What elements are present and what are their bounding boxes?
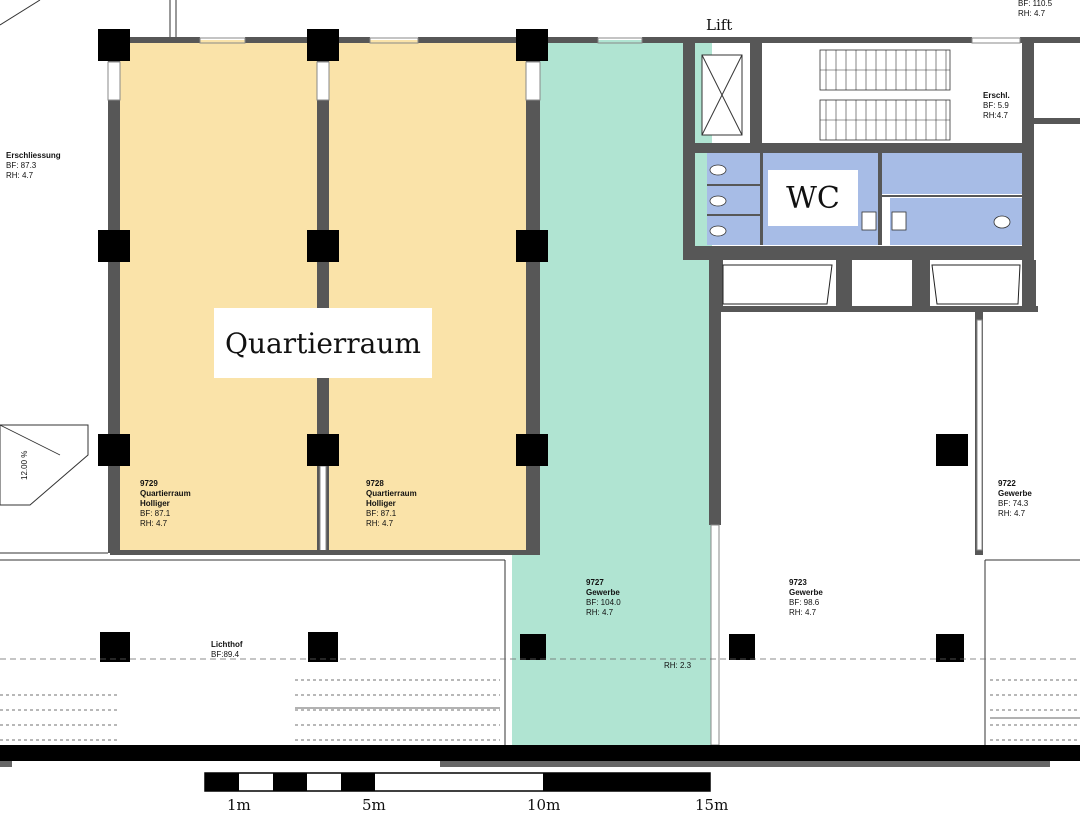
wall-mid-2	[526, 43, 540, 555]
wc-label: WC	[768, 170, 858, 226]
room-fill-9727-upper	[530, 40, 712, 560]
room-9722: 9722 Gewerbe BF: 74.3 RH: 4.7	[998, 479, 1032, 519]
window-top-3	[597, 37, 643, 44]
wc-partition-2	[878, 152, 882, 245]
window-mid-1	[316, 61, 330, 101]
quartierraum-label: Quartierraum	[214, 308, 432, 378]
shaft-2	[931, 264, 1021, 305]
room-bf: BF: 87.3	[6, 161, 37, 170]
room-name: Quartierraum	[140, 489, 191, 498]
wall-top-1	[110, 37, 200, 43]
core-wall-lift	[750, 43, 762, 153]
room-name-2: Holliger	[140, 499, 170, 508]
room-name: Quartierraum	[366, 489, 417, 498]
wall-top-5	[1020, 37, 1080, 43]
core-wall-right-2	[1034, 118, 1080, 124]
columns	[98, 29, 968, 662]
room-9728: 9728 Quartierraum Holliger BF: 87.1 RH: …	[366, 479, 417, 529]
room-lichthof: Lichthof BF:89.4	[211, 640, 243, 660]
room-bf: BF: 87.1	[366, 509, 397, 518]
room-bf: BF: 5.9	[983, 101, 1009, 110]
room-bf: BF: 74.3	[998, 499, 1029, 508]
wall-bottom-quartier	[110, 550, 530, 555]
shaft-wall-1	[713, 260, 723, 310]
room-9723: 9723 Gewerbe BF: 98.6 RH: 4.7	[789, 578, 823, 618]
scale-tick-15m: 15m	[695, 796, 729, 814]
shaft-1	[722, 264, 833, 305]
stair-treads	[820, 50, 950, 140]
wall-mid-1	[317, 43, 329, 553]
wall-gewerbe-right	[709, 260, 721, 525]
room-number: 9727	[586, 578, 604, 587]
rh-low-label: RH: 2.3	[664, 661, 692, 670]
scale-tick-1m: 1m	[227, 796, 251, 814]
room-rh: RH: 4.7	[1018, 9, 1046, 18]
core-wall-right	[1022, 43, 1034, 260]
room-bf: BF: 87.1	[140, 509, 171, 518]
scale-tick-5m: 5m	[362, 796, 386, 814]
shaft-wall-3	[912, 260, 930, 310]
room-bf: BF:89.4	[211, 650, 240, 659]
room-9729: 9729 Quartierraum Holliger BF: 87.1 RH: …	[140, 479, 191, 529]
wc-fill-right	[882, 152, 1022, 194]
room-number: 9729	[140, 479, 158, 488]
ramp-slope-label: 12.00 %	[20, 450, 29, 480]
scale-tick-10m: 10m	[527, 796, 561, 814]
wall-top-3	[418, 37, 598, 43]
room-number: 9722	[998, 479, 1016, 488]
shaft-wall-bottom	[713, 306, 1038, 312]
facade-bottom	[0, 745, 1080, 761]
room-top-right: BF: 110.5 RH: 4.7	[1018, 0, 1052, 19]
core-wall-bottom	[683, 246, 1033, 260]
room-rh: RH: 4.7	[789, 608, 817, 617]
shaft-wall-4	[1022, 260, 1036, 310]
room-fill-9729	[110, 40, 322, 555]
room-rh: RH: 4.7	[140, 519, 168, 528]
room-rh: RH: 4.7	[366, 519, 394, 528]
room-bf: BF: 104.0	[586, 598, 621, 607]
window-top-4	[971, 37, 1021, 44]
wall-top-4	[642, 37, 972, 43]
room-bf: BF: 110.5	[1018, 0, 1053, 8]
room-name: Erschliessung	[6, 151, 61, 160]
room-9727: 9727 Gewerbe BF: 104.0 RH: 4.7	[586, 578, 621, 618]
room-rh: RH: 4.7	[6, 171, 34, 180]
room-number: 9728	[366, 479, 384, 488]
core-wall-mid	[683, 143, 1033, 153]
room-name: Lichthof	[211, 640, 243, 649]
window-gewerbe-right	[710, 524, 720, 746]
room-name: Gewerbe	[998, 489, 1032, 498]
window-left-1	[107, 61, 121, 101]
room-name: Erschl.	[983, 91, 1010, 100]
stair-core	[819, 49, 951, 141]
grating-rows	[0, 679, 1080, 741]
room-name-2: Holliger	[366, 499, 396, 508]
scale-bar	[204, 772, 711, 792]
room-name: Gewerbe	[586, 588, 620, 597]
window-mid-2	[525, 61, 541, 101]
room-bf: BF: 98.6	[789, 598, 820, 607]
toilet-fixtures	[709, 164, 1011, 237]
window-9723-right	[976, 319, 983, 551]
room-rh: RH:4.7	[983, 111, 1008, 120]
window-top-2	[369, 37, 419, 44]
room-rh: RH: 4.7	[586, 608, 614, 617]
wall-left	[108, 43, 120, 553]
shaft-wall-2	[836, 260, 852, 310]
room-rh: RH: 4.7	[998, 509, 1026, 518]
window-top-1	[199, 37, 246, 44]
room-erschliessung: Erschliessung BF: 87.3 RH: 4.7	[6, 151, 61, 181]
room-name: Gewerbe	[789, 588, 823, 597]
lift-label: Lift	[706, 16, 733, 34]
room-fill-9728	[322, 40, 530, 555]
wc-partition-1	[760, 152, 763, 245]
room-number: 9723	[789, 578, 807, 587]
room-erschl: Erschl. BF: 5.9 RH:4.7	[983, 91, 1010, 121]
window-mid-1b	[319, 465, 327, 553]
ramp-outline	[0, 424, 89, 506]
